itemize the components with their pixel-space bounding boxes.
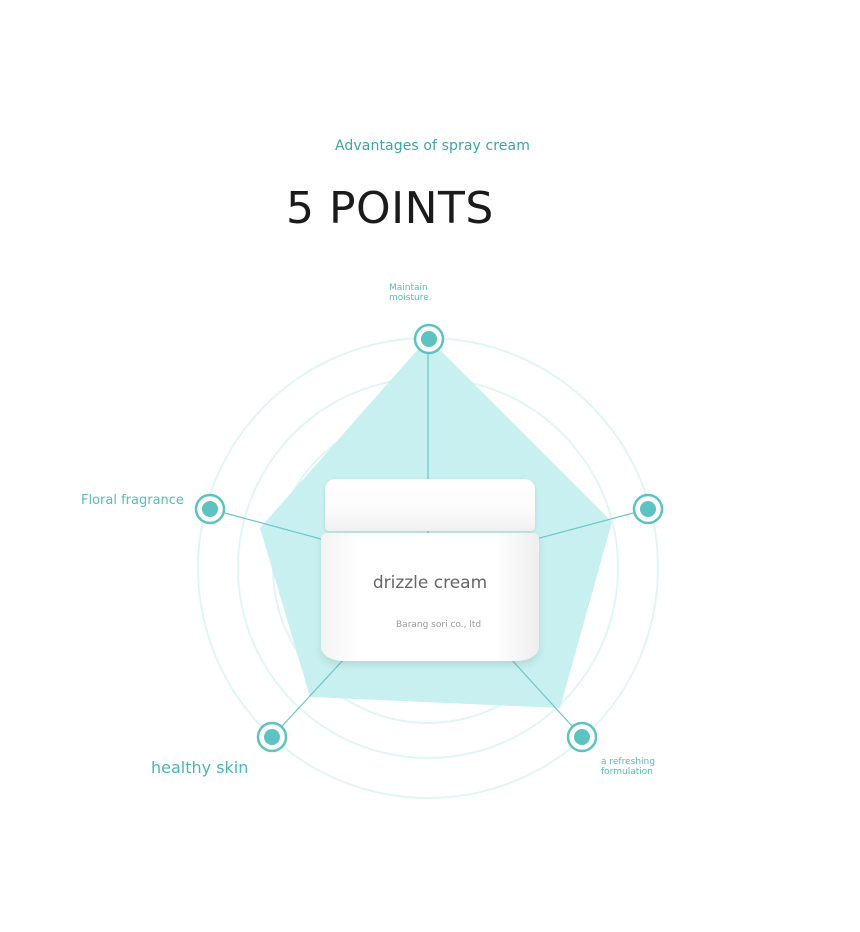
point-marker-bottom-left (256, 721, 288, 753)
point-marker-top (413, 323, 445, 355)
point-label-bottom-right: a refreshing formulation (601, 757, 655, 778)
product-maker: Barang sori co., ltd (396, 620, 482, 630)
point-marker-right (632, 493, 664, 525)
point-label-bottom-left: healthy skin (151, 758, 249, 777)
jar-body (321, 533, 539, 661)
section-subtitle: Advantages of spray cream (335, 138, 530, 154)
point-label-left: Floral fragrance (81, 493, 184, 508)
section-headline: 5 POINTS (286, 183, 494, 234)
jar-lid (325, 479, 535, 531)
point-marker-bottom-right (566, 721, 598, 753)
point-label-top: Maintain moisture. (389, 283, 432, 304)
product-name: drizzle cream (372, 573, 488, 593)
product-jar-image: drizzle cream Barang sori co., ltd (321, 479, 539, 665)
point-marker-left (194, 493, 226, 525)
